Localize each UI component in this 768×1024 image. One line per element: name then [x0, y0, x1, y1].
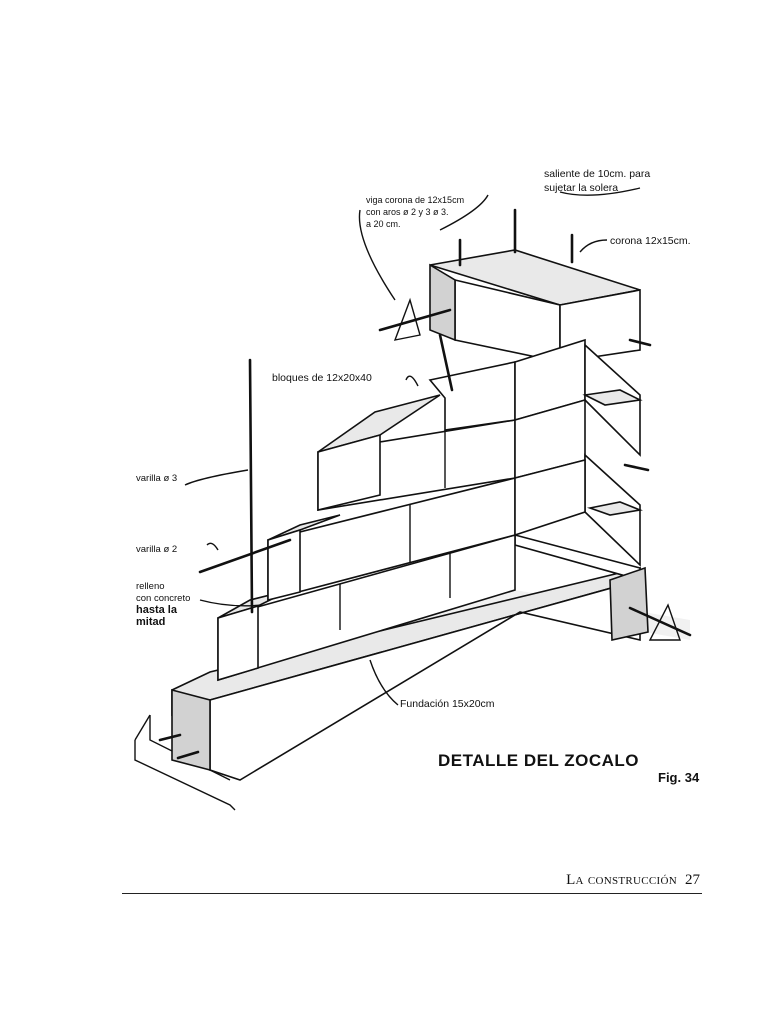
foundation-beam	[171, 533, 649, 781]
page-number: 27	[685, 872, 700, 888]
label-viga-1: viga corona de 12x15cm	[366, 195, 464, 205]
label-relleno-4: mitad	[136, 616, 165, 628]
label-relleno-3: hasta la	[136, 604, 178, 616]
figure-number: Fig. 34	[658, 770, 700, 785]
label-saliente-2: sujetar la solera	[544, 182, 618, 194]
running-footer: La construcción 27	[566, 872, 700, 889]
label-bloques: bloques de 12x20x40	[272, 372, 372, 384]
label-viga-3: a 20 cm.	[366, 219, 401, 229]
concrete-blocks-right	[514, 338, 643, 567]
footer-section-title: La construcción	[566, 872, 677, 888]
concrete-blocks	[217, 249, 641, 682]
label-varilla-3: varilla ø 3	[136, 473, 177, 484]
leader-lines	[184, 187, 641, 706]
label-varilla-2: varilla ø 2	[136, 544, 177, 555]
footer-rule	[122, 893, 702, 894]
label-fundacion: Fundación 15x20cm	[400, 698, 495, 710]
label-relleno-2: con concreto	[136, 593, 190, 604]
label-saliente-1: saliente de 10cm. para	[544, 168, 650, 180]
label-viga-2: con aros ø 2 y 3 ø 3.	[366, 207, 449, 217]
figure-labels: saliente de 10cm. para sujetar la solera…	[136, 168, 700, 785]
figure-title: DETALLE DEL ZOCALO	[438, 751, 639, 770]
label-relleno-1: relleno	[136, 581, 165, 592]
label-corona: corona 12x15cm.	[610, 235, 691, 247]
rebars	[158, 208, 692, 760]
